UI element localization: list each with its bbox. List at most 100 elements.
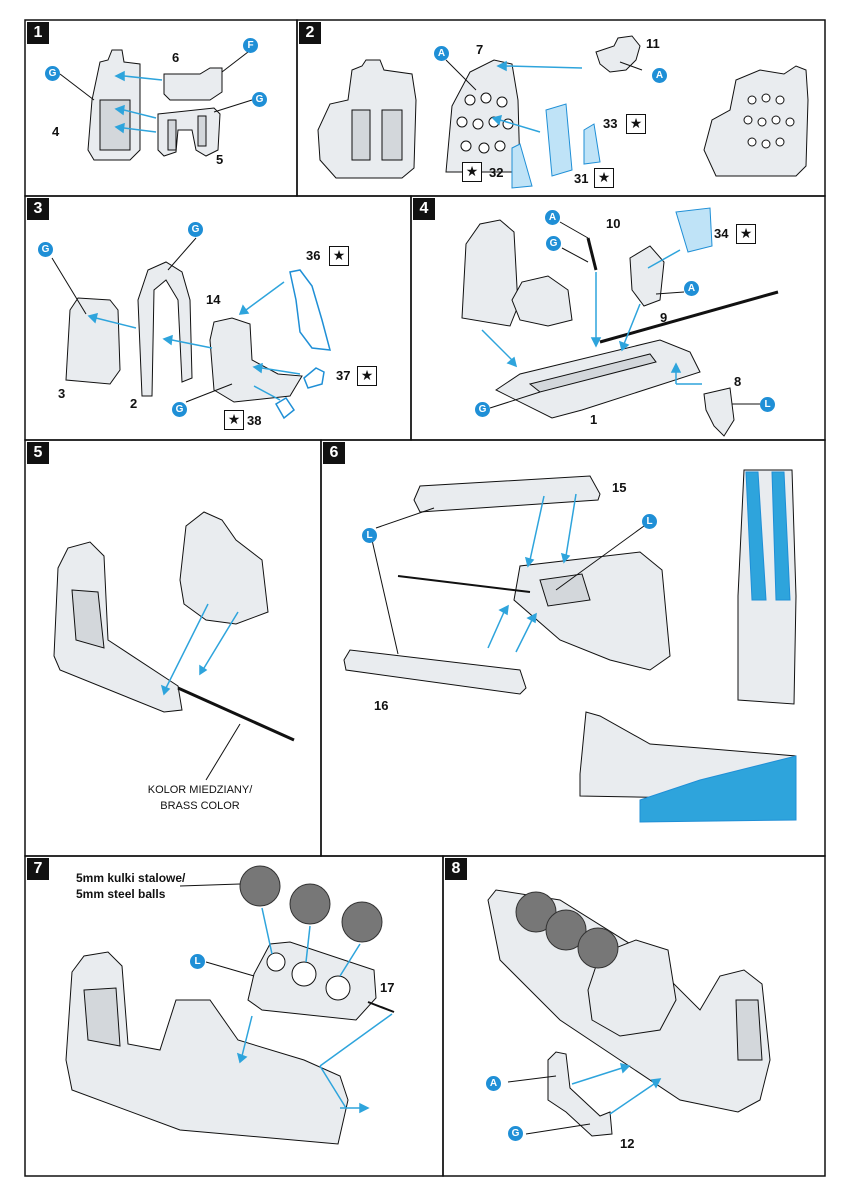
rod bbox=[599, 290, 779, 344]
photo-etch-star-icon: ★ bbox=[594, 168, 614, 188]
part-1-floor bbox=[495, 339, 701, 419]
part-number: 9 bbox=[660, 310, 668, 325]
step-badge-5: 5 bbox=[27, 442, 49, 464]
part-number: 14 bbox=[206, 292, 221, 307]
paint-code-marker: L bbox=[642, 514, 657, 529]
part-15-top-panel bbox=[413, 475, 601, 513]
instrument-assembly bbox=[179, 511, 269, 625]
part-12-control-column bbox=[547, 1051, 613, 1137]
part-number: 2 bbox=[130, 396, 138, 411]
photo-etch-star-icon: ★ bbox=[224, 410, 244, 430]
paint-code-marker: A bbox=[684, 281, 699, 296]
paint-code-marker: A bbox=[486, 1076, 501, 1091]
brass-rod bbox=[177, 686, 295, 742]
step-badge-2: 2 bbox=[299, 22, 321, 44]
paint-code-marker: G bbox=[188, 222, 203, 237]
seat-frame bbox=[461, 219, 519, 327]
part-number: 36 bbox=[306, 248, 321, 263]
part-number: 15 bbox=[612, 480, 627, 495]
part-16-side-panel bbox=[343, 649, 527, 695]
cockpit-tub bbox=[53, 541, 183, 713]
part-number: 31 bbox=[574, 171, 589, 186]
steel-balls bbox=[239, 865, 383, 943]
part-number: 33 bbox=[603, 116, 618, 131]
paint-code-marker: G bbox=[546, 236, 561, 251]
step2-drawing bbox=[317, 35, 809, 179]
step3-harness bbox=[274, 269, 332, 420]
pe-part-36-belts bbox=[289, 269, 332, 351]
caption-line: BRASS COLOR bbox=[160, 800, 240, 812]
steel-ball bbox=[341, 901, 383, 943]
step-badge-4: 4 bbox=[413, 198, 435, 220]
paint-code-marker: L bbox=[190, 954, 205, 969]
brass-color-caption: KOLOR MIEDZIANY/ BRASS COLOR bbox=[110, 782, 290, 814]
part-number: 5 bbox=[216, 152, 224, 167]
paint-code-marker: G bbox=[172, 402, 187, 417]
bulkhead-finished bbox=[703, 65, 809, 177]
step1-arrows bbox=[114, 70, 163, 134]
part-number: 6 bbox=[172, 50, 180, 65]
photo-etch-star-icon: ★ bbox=[736, 224, 756, 244]
pe-part-32 bbox=[511, 143, 533, 189]
note-line: 5mm kulki stalowe/ bbox=[76, 871, 186, 885]
step2-etched-parts bbox=[511, 103, 601, 189]
pe-part-38 bbox=[274, 396, 296, 420]
part-8-bracket bbox=[703, 387, 735, 437]
part-6-box bbox=[163, 67, 223, 101]
paint-code-marker: A bbox=[652, 68, 667, 83]
steel-ball bbox=[515, 891, 557, 933]
panel-8-frame bbox=[442, 855, 826, 1177]
paint-code-marker: A bbox=[434, 46, 449, 61]
part-number: 38 bbox=[247, 413, 262, 428]
part-5-rudder-pedals bbox=[157, 107, 221, 157]
part-3-bulkhead bbox=[65, 297, 121, 385]
paint-code-marker: L bbox=[362, 528, 377, 543]
paint-code-marker: G bbox=[475, 402, 490, 417]
note-line: 5mm steel balls bbox=[76, 887, 166, 901]
pe-part-34 bbox=[675, 207, 713, 253]
part-number: 1 bbox=[590, 412, 598, 427]
part-number: 4 bbox=[52, 124, 60, 139]
paint-code-marker: F bbox=[243, 38, 258, 53]
paint-code-marker: G bbox=[252, 92, 267, 107]
part-number: 34 bbox=[714, 226, 729, 241]
photo-etch-star-icon: ★ bbox=[626, 114, 646, 134]
paint-code-marker: G bbox=[38, 242, 53, 257]
step7-drawing bbox=[65, 941, 377, 1145]
step3-drawing bbox=[65, 261, 303, 403]
steel-ball bbox=[545, 909, 587, 951]
seat bbox=[511, 275, 573, 327]
step1-drawing bbox=[87, 49, 223, 161]
step-badge-6: 6 bbox=[323, 442, 345, 464]
part-number: 12 bbox=[620, 1136, 635, 1151]
part-number: 16 bbox=[374, 698, 389, 713]
part-number: 17 bbox=[380, 980, 395, 995]
steel-balls-note: 5mm kulki stalowe/ 5mm steel balls bbox=[76, 870, 236, 902]
step-badge-3: 3 bbox=[27, 198, 49, 220]
steel-ball bbox=[239, 865, 281, 907]
steel-balls-installed bbox=[515, 891, 619, 969]
step5-drawing bbox=[53, 511, 269, 713]
step6-highlight bbox=[639, 471, 797, 823]
part-11-gunsight bbox=[595, 35, 641, 73]
paint-code-marker: L bbox=[760, 397, 775, 412]
fuselage-assembly bbox=[513, 551, 671, 671]
part-number: 3 bbox=[58, 386, 66, 401]
part-7-panel bbox=[445, 59, 521, 173]
step6-drawing bbox=[343, 469, 797, 801]
pe-part-33 bbox=[545, 103, 573, 177]
step-badge-7: 7 bbox=[27, 858, 49, 880]
part-9-stick-box bbox=[629, 245, 665, 307]
paint-code-marker: G bbox=[45, 66, 60, 81]
part-number: 37 bbox=[336, 368, 351, 383]
photo-etch-star-icon: ★ bbox=[329, 246, 349, 266]
caption-line: KOLOR MIEDZIANY/ bbox=[147, 784, 253, 796]
part-number: 32 bbox=[489, 165, 504, 180]
photo-etch-star-icon: ★ bbox=[462, 162, 482, 182]
photo-etch-star-icon: ★ bbox=[357, 366, 377, 386]
paint-code-marker: G bbox=[508, 1126, 523, 1141]
part-number: 8 bbox=[734, 374, 742, 389]
part-number: 11 bbox=[646, 36, 660, 51]
part-2-frame bbox=[137, 261, 193, 397]
